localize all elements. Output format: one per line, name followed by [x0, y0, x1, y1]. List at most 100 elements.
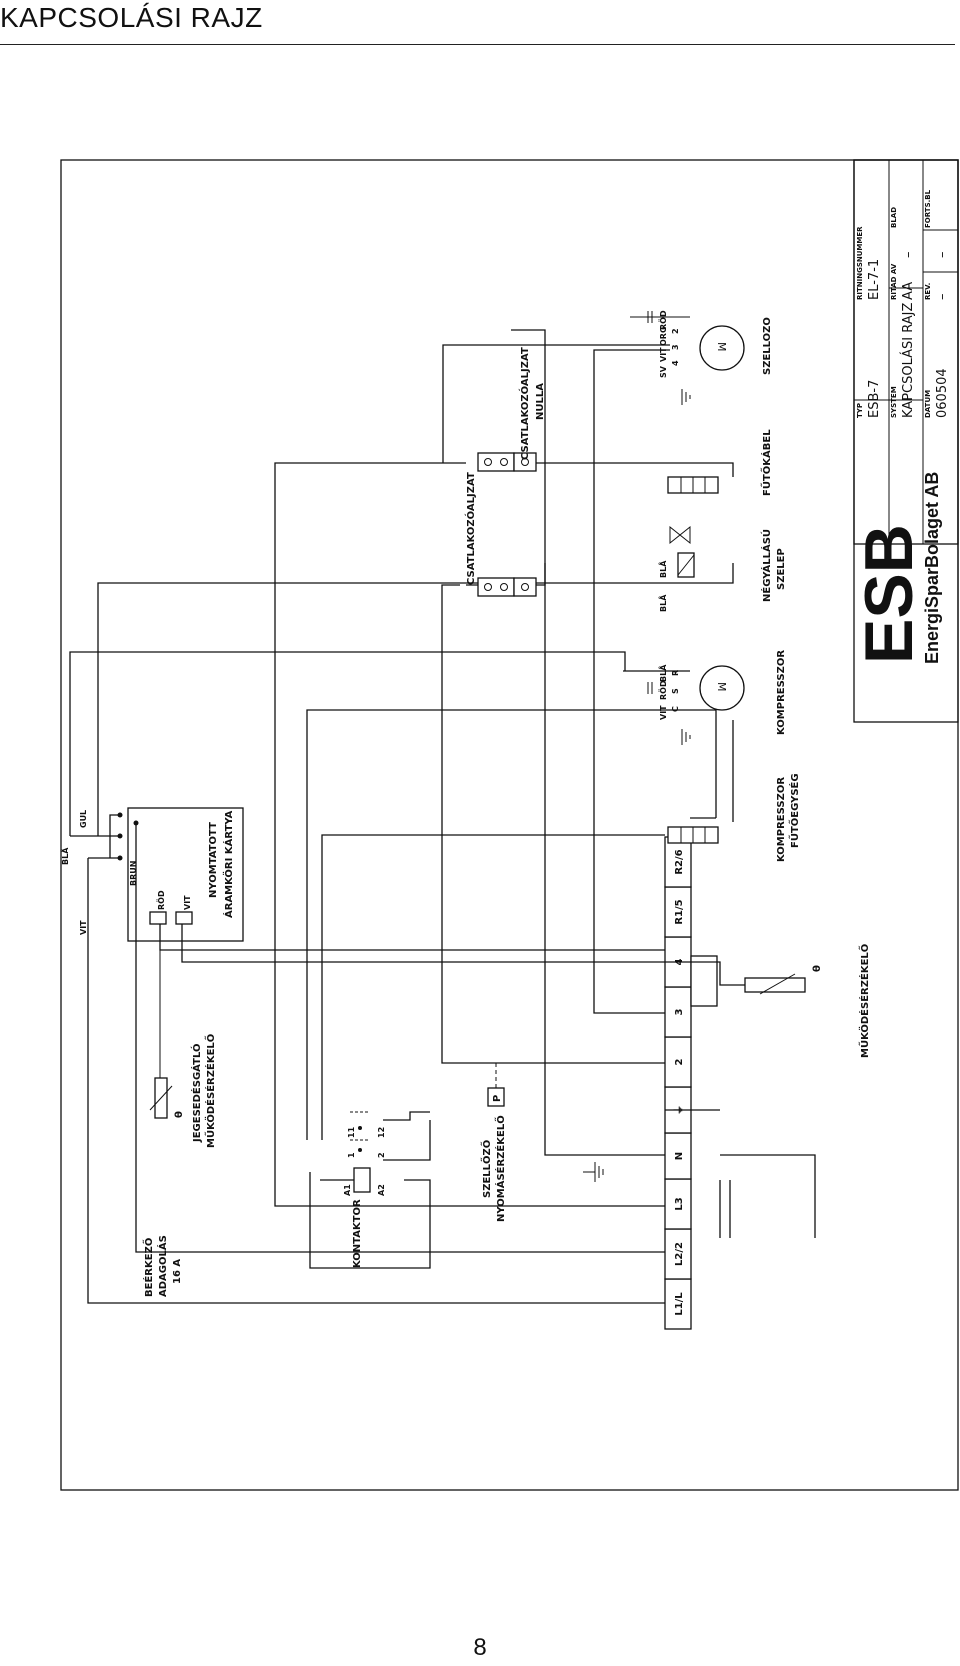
system-label: SYSTEM	[890, 386, 898, 418]
fan-pressure-switch	[487, 1063, 505, 1107]
wire-vit: VIT	[79, 920, 88, 935]
pin-contactor-a2: A2	[377, 1184, 386, 1196]
company-name: EnergiSparBolaget AB	[922, 472, 942, 664]
blad-value: –	[901, 252, 916, 259]
pin-fan-4: 4	[671, 360, 680, 366]
label-nyomtatott-1: NYOMTATOTT	[208, 822, 219, 898]
wire-vit-fan: VIT	[659, 347, 668, 362]
wire-vit-pcb: VIT	[183, 895, 192, 910]
label-kompresszor-futo-1: KOMPRESSZOR	[776, 777, 787, 862]
label-szellozo-nyomas-2: NYOMÁSÉRZÉKELŐ	[493, 1115, 507, 1222]
wire-org-fan: ORG	[659, 326, 668, 346]
label-mukodeserzekelo: MŰKÖDÉSÉRZÉKELŐ	[857, 944, 871, 1058]
wire-bla: BLÅ	[60, 847, 70, 865]
fan-motor-m: M	[715, 342, 728, 352]
label-kompresszor-futo-2: FŰTŐEGYSÉG	[787, 773, 801, 848]
terminal-label: N	[674, 1152, 685, 1160]
pin-comp-s: S	[671, 688, 680, 694]
terminal-cell	[664, 1132, 692, 1180]
compressor-heater-connector	[667, 826, 719, 844]
ritad-value: AA	[901, 282, 916, 300]
heater-cable-connector	[667, 476, 719, 494]
printed-circuit-board	[117, 807, 244, 942]
title-block: TYP ESB-7 RITNINGSNUMMER EL-7-1 SYSTEM K…	[851, 159, 959, 723]
datum-value: 060504	[935, 368, 950, 418]
terminal-label: 2	[674, 1058, 685, 1065]
pin-contactor-a1: A1	[343, 1184, 352, 1196]
ground-symbols	[583, 389, 691, 1182]
label-szellozo-nyomas-1: SZELLŐZŐ	[479, 1140, 493, 1198]
label-pressure-p: P	[492, 1095, 503, 1102]
label-negyallasu-2: SZELEP	[776, 548, 787, 590]
terminal-label: L2/2	[674, 1242, 685, 1266]
system-value: KAPCSOLÁSI RAJZ	[900, 303, 916, 418]
terminal-label: L3	[674, 1197, 685, 1210]
terminal-cell	[664, 1278, 692, 1330]
terminal-label: R2/6	[674, 849, 685, 874]
label-theta-op: θ	[812, 965, 823, 972]
socket-connector-bottom	[477, 577, 537, 597]
terminal-cell	[664, 836, 692, 888]
label-kontaktor: KONTAKTOR	[352, 1199, 363, 1268]
pin-comp-r: R	[671, 670, 680, 676]
wire-sv-fan: SV	[659, 365, 668, 378]
label-beerkezo-2: ADAGOLÁS	[156, 1235, 169, 1297]
wire-gul: GUL	[79, 810, 88, 828]
rev-value: –	[935, 294, 950, 301]
wire-rod-comp: RÖD	[658, 680, 668, 700]
wire-color-labels: VIT BLÅ GUL BRUN RÖD VIT RÖD ORG VIT SV …	[60, 310, 680, 1196]
label-szellozo: SZELLOZO	[762, 317, 773, 375]
terminal-cell	[664, 986, 692, 1038]
socket-connector-top	[477, 452, 537, 472]
wires	[69, 329, 816, 1304]
terminal-label: R1/5	[674, 899, 685, 924]
blad-label: BLAD	[890, 207, 898, 228]
datum-label: DATUM	[924, 390, 932, 418]
pin-contact-2: 2	[377, 1152, 386, 1158]
terminal-cell	[664, 1178, 692, 1230]
esb-logo: ESB	[851, 524, 927, 664]
label-csatlakozoaljzat-nulla-1: CSATLAKOZÓALJZAT	[518, 347, 531, 460]
wire-bla-comp: BLÅ	[658, 664, 668, 682]
label-futokabel: FŰTŐKÁBEL	[759, 429, 773, 496]
terminal-label: L1/L	[674, 1292, 685, 1316]
ritning-value: EL-7-1	[867, 259, 882, 300]
ritning-label: RITNINGSNUMMER	[856, 226, 864, 300]
label-nyomtatott-2: ÁRAMKÖRI KÁRTYA	[221, 810, 235, 918]
label-negyallasu-1: NÉGYÁLLÁSÚ	[760, 529, 773, 602]
pin-fan-3: 3	[671, 344, 680, 350]
operation-sensor	[744, 973, 806, 995]
typ-value: ESB-7	[867, 380, 882, 418]
pin-contact-1: 1	[347, 1152, 356, 1158]
label-beerkezo-1: BEÉRKEZŐ	[141, 1238, 155, 1297]
fan-motor: M	[630, 311, 745, 371]
label-jeges-2: MŰKÖDÉSÉRZÉKELŐ	[203, 1034, 217, 1148]
contactor	[350, 1111, 371, 1193]
label-csatlakozoaljzat: CSATLAKOZÓALJZAT	[464, 472, 477, 585]
anti-ice-sensor	[149, 924, 173, 1119]
rev-label: REV.	[924, 283, 932, 300]
pin-contact-12: 12	[377, 1127, 386, 1138]
terminal-label: 3	[674, 1008, 685, 1015]
page-number: 8	[473, 1634, 487, 1661]
terminal-extension	[690, 955, 718, 1007]
label-csatlakozoaljzat-nulla-2: NULLA	[535, 383, 546, 420]
wire-rod-fan: RÖD	[658, 310, 668, 330]
title-divider	[0, 44, 955, 45]
pin-comp-c: C	[671, 706, 680, 712]
forts-value: –	[935, 252, 950, 259]
label-theta-ice: θ	[174, 1111, 185, 1118]
wire-bla-valve-1: BLÅ	[658, 560, 668, 578]
wire-rod: RÖD	[156, 890, 166, 910]
drawing-frame	[60, 159, 959, 1491]
pin-fan-2: 2	[671, 328, 680, 334]
four-way-valve	[669, 525, 695, 578]
compressor-motor-m: M	[715, 682, 728, 692]
pin-contact-11: 11	[347, 1126, 356, 1138]
component-labels: CSATLAKOZÓALJZAT CSATLAKOZÓALJZAT NULLA …	[141, 317, 871, 1297]
compressor-motor: M	[647, 665, 745, 711]
ritad-label: RITAD AV	[890, 263, 898, 300]
wire-brun: BRUN	[129, 861, 138, 886]
